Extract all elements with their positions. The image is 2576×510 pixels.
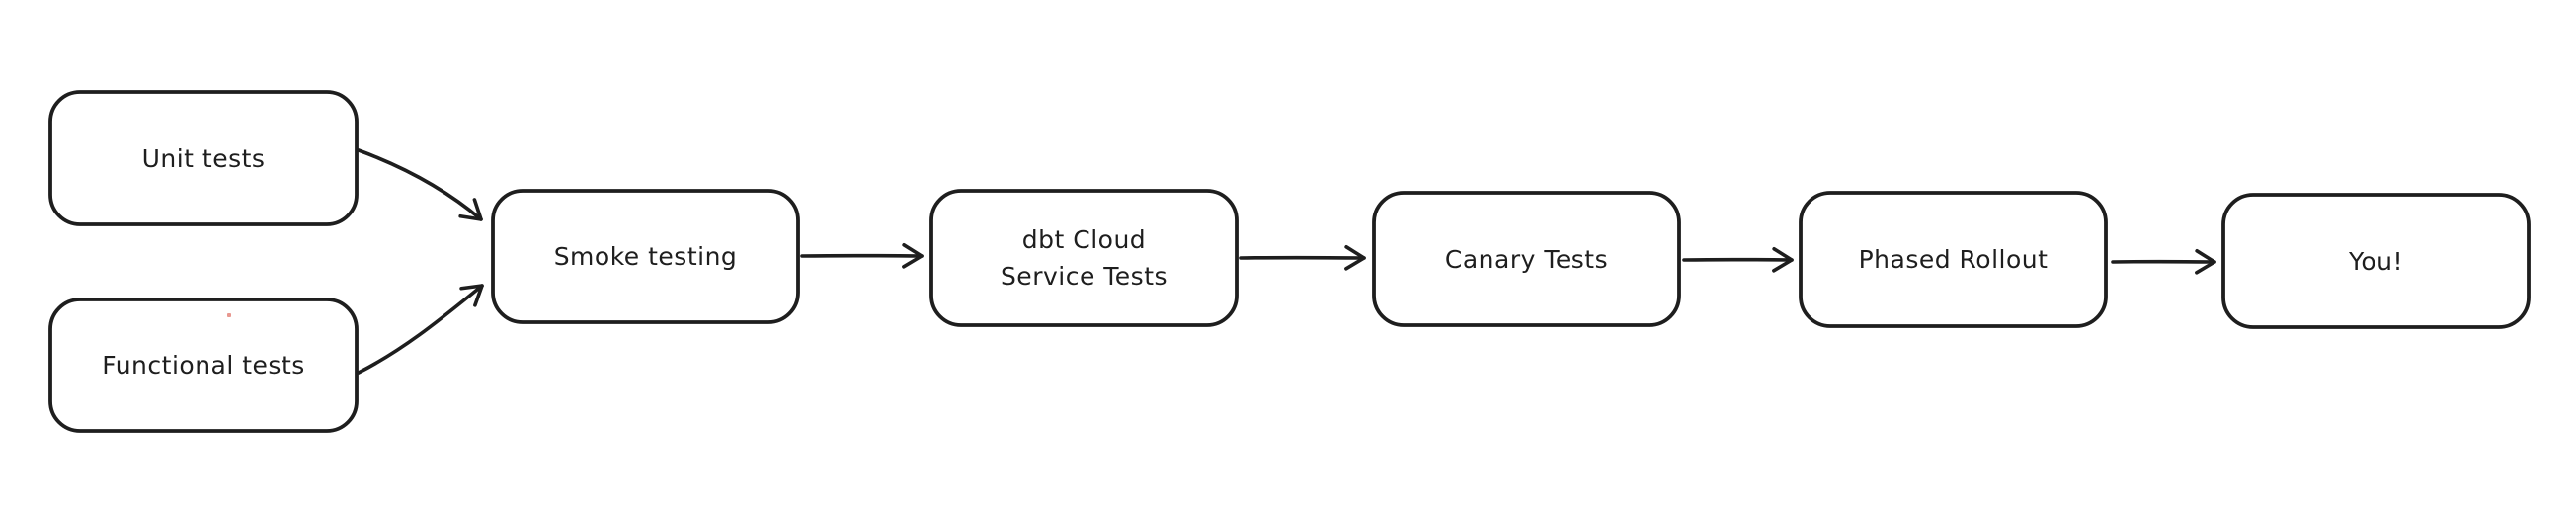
edge-unit-tests-to-smoke-testing <box>357 148 483 221</box>
node-box-smoke-testing <box>491 189 800 324</box>
node-box-phased-rollout <box>1799 191 2108 328</box>
node-box-unit-tests <box>48 90 359 226</box>
edge-functional-tests-to-smoke-testing <box>357 284 484 375</box>
node-box-canary-tests <box>1372 191 1681 327</box>
node-box-you <box>2221 193 2531 329</box>
node-box-dbt-cloud-service-tests <box>929 189 1239 327</box>
node-box-functional-tests <box>48 298 359 433</box>
red-dot-artifact <box>227 313 231 317</box>
